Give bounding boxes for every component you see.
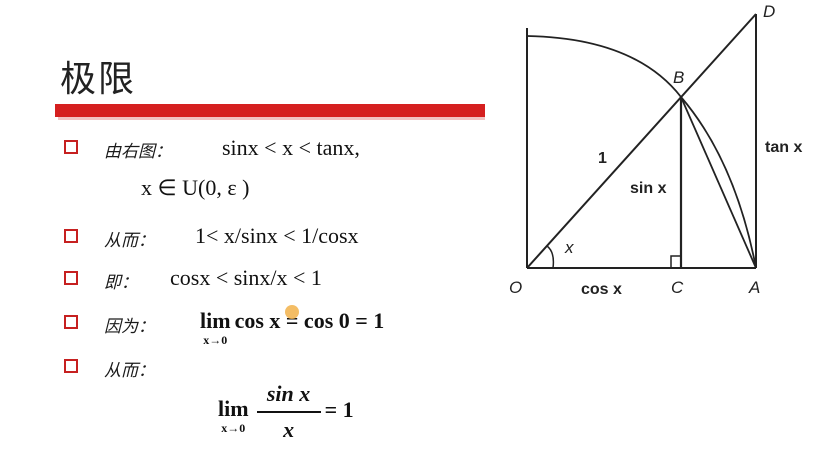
lim-operator: lim x→0 — [200, 308, 231, 348]
fraction-bar — [256, 411, 321, 413]
item-4-expr: cosx < sinx/x < 1 — [170, 265, 322, 290]
label-B: B — [673, 68, 684, 87]
final-lim-operator: lim x→0 — [218, 396, 249, 436]
item-4-label: 即： — [104, 273, 138, 293]
final-lim-subscript: x→0 — [221, 421, 246, 435]
final-lim-word: lim — [218, 396, 249, 421]
pointer-cursor-icon — [285, 305, 299, 319]
title-underline-shadow — [58, 117, 485, 120]
fraction-numerator: sin x — [266, 381, 311, 406]
item-5-limit: lim x→0 cos x = cos 0 = 1 — [200, 308, 385, 348]
unit-circle-arc — [526, 35, 757, 269]
item-2-expr: x ∈ U(0, ε ) — [141, 175, 250, 200]
chord-BA — [680, 96, 757, 269]
item-1-expr: sinx < x < tanx, — [222, 135, 360, 160]
label-cosx: cos x — [581, 281, 622, 298]
final-limit: lim x→0 sin x x = 1 — [218, 381, 354, 443]
label-sinx: sin x — [630, 180, 667, 197]
label-one: 1 — [598, 150, 607, 167]
bullet-checkbox-5 — [64, 315, 78, 329]
bullet-checkbox-1 — [64, 140, 78, 154]
bullet-checkbox-3 — [64, 229, 78, 243]
fraction-denominator: x — [283, 417, 295, 442]
title-underline — [55, 104, 485, 117]
item-5-expr: cos x = cos 0 = 1 — [234, 308, 385, 333]
item-1-label: 由右图： — [104, 142, 172, 162]
angle-x-arc — [546, 245, 555, 269]
radius-line-OD — [526, 13, 757, 269]
final-rhs: = 1 — [324, 397, 354, 422]
page-title: 极限 — [60, 59, 137, 100]
unit-circle-diagram: D B 1 sin x tan x x O cos x C A — [509, 2, 802, 298]
label-x: x — [564, 238, 574, 257]
bullet-checkbox-6 — [64, 359, 78, 373]
label-C: C — [671, 278, 684, 297]
label-A: A — [748, 278, 760, 297]
label-tanx: tan x — [765, 139, 802, 156]
item-5-label: 因为： — [104, 317, 155, 337]
item-3-label: 从而： — [104, 231, 155, 251]
bullet-checkbox-4 — [64, 271, 78, 285]
final-fraction: sin x x — [256, 381, 321, 443]
label-D: D — [763, 2, 775, 21]
lim-word: lim — [200, 308, 231, 333]
label-O: O — [509, 278, 522, 297]
item-3-expr: 1< x/sinx < 1/cosx — [195, 223, 359, 248]
lim-subscript: x→0 — [203, 333, 228, 347]
right-angle-mark — [670, 255, 681, 268]
item-6-label: 从而： — [104, 361, 155, 381]
